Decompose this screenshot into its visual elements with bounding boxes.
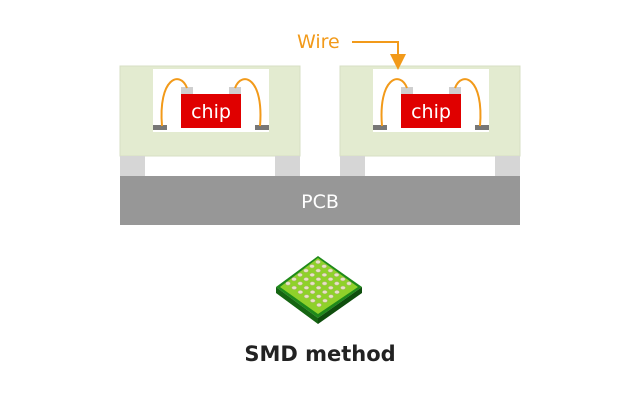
wire-right-a	[380, 78, 408, 127]
wire-arrow	[352, 41, 406, 70]
led-dot	[334, 290, 340, 295]
led-dot	[327, 268, 334, 273]
led-dot	[316, 303, 322, 307]
led-dot	[340, 285, 346, 290]
chip-right-label: chip	[411, 101, 451, 123]
package-left: chip	[119, 65, 301, 176]
led-dot	[309, 272, 315, 277]
led-dot	[321, 281, 328, 286]
led-dot	[315, 277, 322, 282]
led-dot	[297, 272, 303, 277]
led-dot	[334, 281, 340, 286]
led-dot	[285, 281, 291, 286]
led-dot	[291, 285, 297, 290]
led-dot	[322, 298, 328, 303]
led-dot	[328, 285, 334, 290]
led-dot	[297, 290, 304, 295]
led-dot	[315, 285, 322, 290]
wire-callout: Wire	[297, 31, 406, 70]
wire-right-b	[454, 78, 482, 127]
leg-left-outer	[120, 156, 145, 176]
chip-right	[401, 94, 461, 128]
led-dot	[340, 277, 346, 282]
led-dot	[309, 264, 315, 269]
led-dot	[309, 290, 316, 295]
led-dot	[297, 281, 303, 286]
leg-right-outer	[495, 156, 520, 176]
led-dot	[316, 294, 322, 299]
pcb-label: PCB	[301, 191, 339, 213]
chip-pad-left-a	[181, 87, 193, 94]
led-dot	[328, 294, 334, 299]
chip-pad-right-b	[449, 87, 461, 94]
chip-left	[181, 94, 241, 128]
leg-left-inner	[275, 156, 300, 176]
led-dot	[315, 268, 321, 273]
wire-label: Wire	[297, 31, 340, 53]
led-dot	[303, 277, 309, 282]
led-dot	[309, 281, 316, 286]
led-dot	[303, 285, 310, 290]
pcb-board	[120, 176, 520, 225]
pad-left-a	[153, 125, 167, 130]
package-right: chip	[339, 65, 521, 176]
led-dot	[321, 272, 328, 277]
pad-right-a	[373, 125, 387, 130]
led-dot	[346, 281, 352, 286]
led-dot	[291, 277, 297, 282]
caption: SMD method	[244, 342, 396, 366]
wire-left-a	[160, 78, 188, 127]
chip-pad-right-a	[401, 87, 413, 94]
led-dot	[327, 277, 334, 282]
led-dot	[322, 290, 328, 295]
wire-left-b	[234, 78, 262, 127]
chip-pad-left-b	[229, 87, 241, 94]
leg-right-inner	[340, 156, 365, 176]
pad-right-b	[475, 125, 489, 130]
pcb: PCB	[120, 176, 520, 225]
led-dot	[333, 272, 340, 277]
led-dot	[315, 260, 321, 264]
led-dot	[321, 264, 327, 269]
pad-left-b	[255, 125, 269, 130]
led-dot	[303, 268, 309, 273]
led-array-icon	[276, 256, 362, 324]
chip-left-label: chip	[191, 101, 231, 123]
led-dot	[310, 298, 316, 303]
led-dot	[303, 294, 310, 299]
